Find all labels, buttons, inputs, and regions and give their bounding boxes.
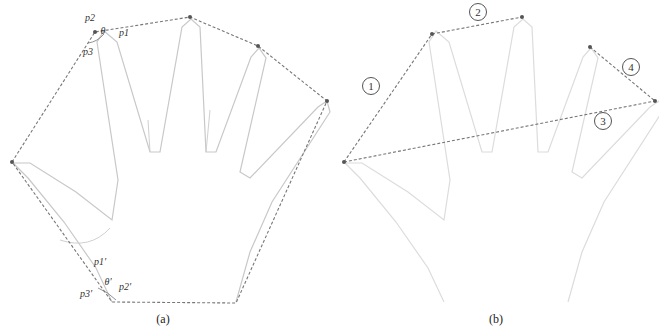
hull-a: [12, 17, 327, 303]
callout-circle: 2: [469, 3, 487, 21]
hull-b: [344, 17, 655, 162]
callout-number: 1: [368, 80, 374, 92]
point-label: p2': [119, 282, 131, 292]
callout-circle: 4: [622, 58, 640, 76]
callout-number: 2: [475, 6, 481, 18]
point-label: p3: [83, 47, 93, 57]
point-label: p2: [85, 13, 95, 23]
hand-a: [13, 19, 330, 302]
panel-caption: (a): [156, 313, 169, 325]
vertices-b: [342, 15, 657, 164]
point-label: θ: [101, 26, 106, 36]
hand-b: [345, 19, 659, 302]
point-label: p3': [80, 289, 92, 299]
point-label: θ': [104, 277, 111, 287]
panel-caption: (b): [489, 313, 503, 325]
callout-circle: 1: [362, 77, 380, 95]
callout-number: 3: [600, 115, 606, 127]
angle-marks: [88, 34, 116, 300]
point-label: p1: [119, 28, 129, 38]
callout-number: 4: [628, 61, 634, 73]
point-label: p1': [94, 257, 106, 267]
vertices-a: [10, 15, 329, 164]
callout-circle: 3: [594, 112, 612, 130]
